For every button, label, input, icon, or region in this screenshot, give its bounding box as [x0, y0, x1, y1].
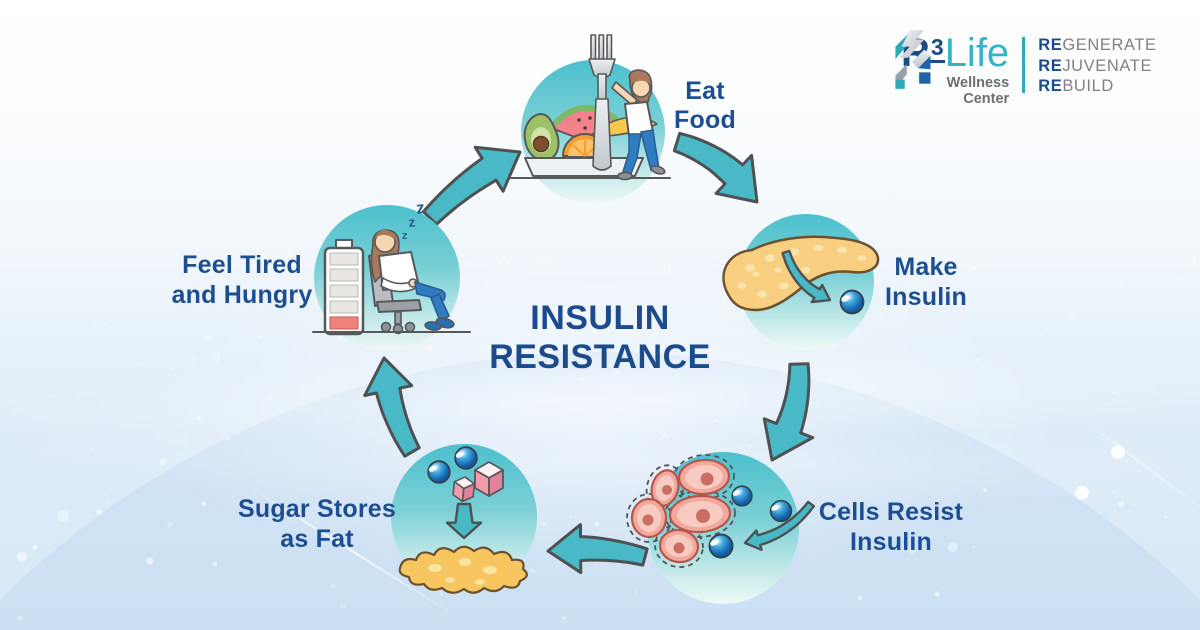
svg-text:z: z	[402, 230, 408, 242]
brand-name: R3Life	[901, 31, 1010, 75]
brand-mark-icon	[895, 30, 931, 89]
insulin-sphere-icon	[426, 460, 451, 484]
label-sugar-stores-as-fat: Sugar Stores as Fat	[237, 495, 396, 553]
cell-cluster-illustration	[626, 454, 736, 568]
page-title: INSULIN RESISTANCE	[438, 299, 762, 377]
insulin-sphere-icon	[453, 446, 478, 470]
node-feel-tired-and-hungry: z z z	[312, 198, 471, 351]
fat-tissue-illustration	[398, 545, 528, 594]
tagline-rejuvenate: REJUVENATE	[1038, 56, 1153, 75]
cell-nuclei	[642, 472, 714, 554]
svg-text:z: z	[415, 198, 426, 218]
tagline-rebuild: REBUILD	[1038, 77, 1114, 95]
arrow-sugar-converts-down	[445, 502, 483, 540]
logo-divider	[1022, 37, 1026, 93]
logo-text: R3Life Wellness Center	[901, 28, 1009, 107]
logo: R3Life Wellness Center REGENERATE REJUVE…	[893, 28, 1157, 107]
sugar-cube-icon	[452, 476, 476, 503]
fruit-plate-illustration	[509, 104, 671, 179]
arrow-insulin-blocked-by-cells	[743, 500, 815, 551]
label-cells-resist-insulin: Cells Resist Insulin	[818, 498, 964, 556]
insulin-sphere-icon	[708, 533, 734, 559]
label-feel-tired-and-hungry: Feel Tired and Hungry	[171, 251, 313, 309]
low-battery-icon	[323, 239, 365, 336]
label-eat-food: Eat Food	[674, 77, 736, 134]
svg-text:z: z	[408, 214, 417, 230]
node-cells-resist-insulin	[626, 452, 815, 604]
fork-icon	[588, 34, 616, 171]
sleep-zzz-icon: z z z	[402, 198, 426, 242]
brand-superscript-3: 3	[929, 34, 945, 63]
title-line-1: INSULIN	[530, 299, 670, 337]
sugar-cube-icon	[474, 461, 504, 497]
battery-red-segment	[329, 316, 359, 330]
title-line-2: RESISTANCE	[489, 338, 711, 376]
tired-person	[370, 229, 455, 331]
brand-subtitle: Wellness Center	[946, 75, 1010, 107]
person-eating	[611, 69, 666, 181]
node-eat-food	[509, 34, 671, 204]
label-make-insulin: Make Insulin	[885, 253, 967, 311]
insulin-sphere-icon	[730, 485, 753, 507]
logo-taglines: REGENERATE REJUVENATE REBUILD	[1038, 35, 1156, 97]
node-make-insulin	[722, 214, 880, 350]
node-sugar-stores-as-fat	[391, 444, 537, 594]
tagline-regenerate: REGENERATE	[1038, 36, 1157, 54]
arrow-pancreas-releases-insulin	[781, 249, 832, 304]
